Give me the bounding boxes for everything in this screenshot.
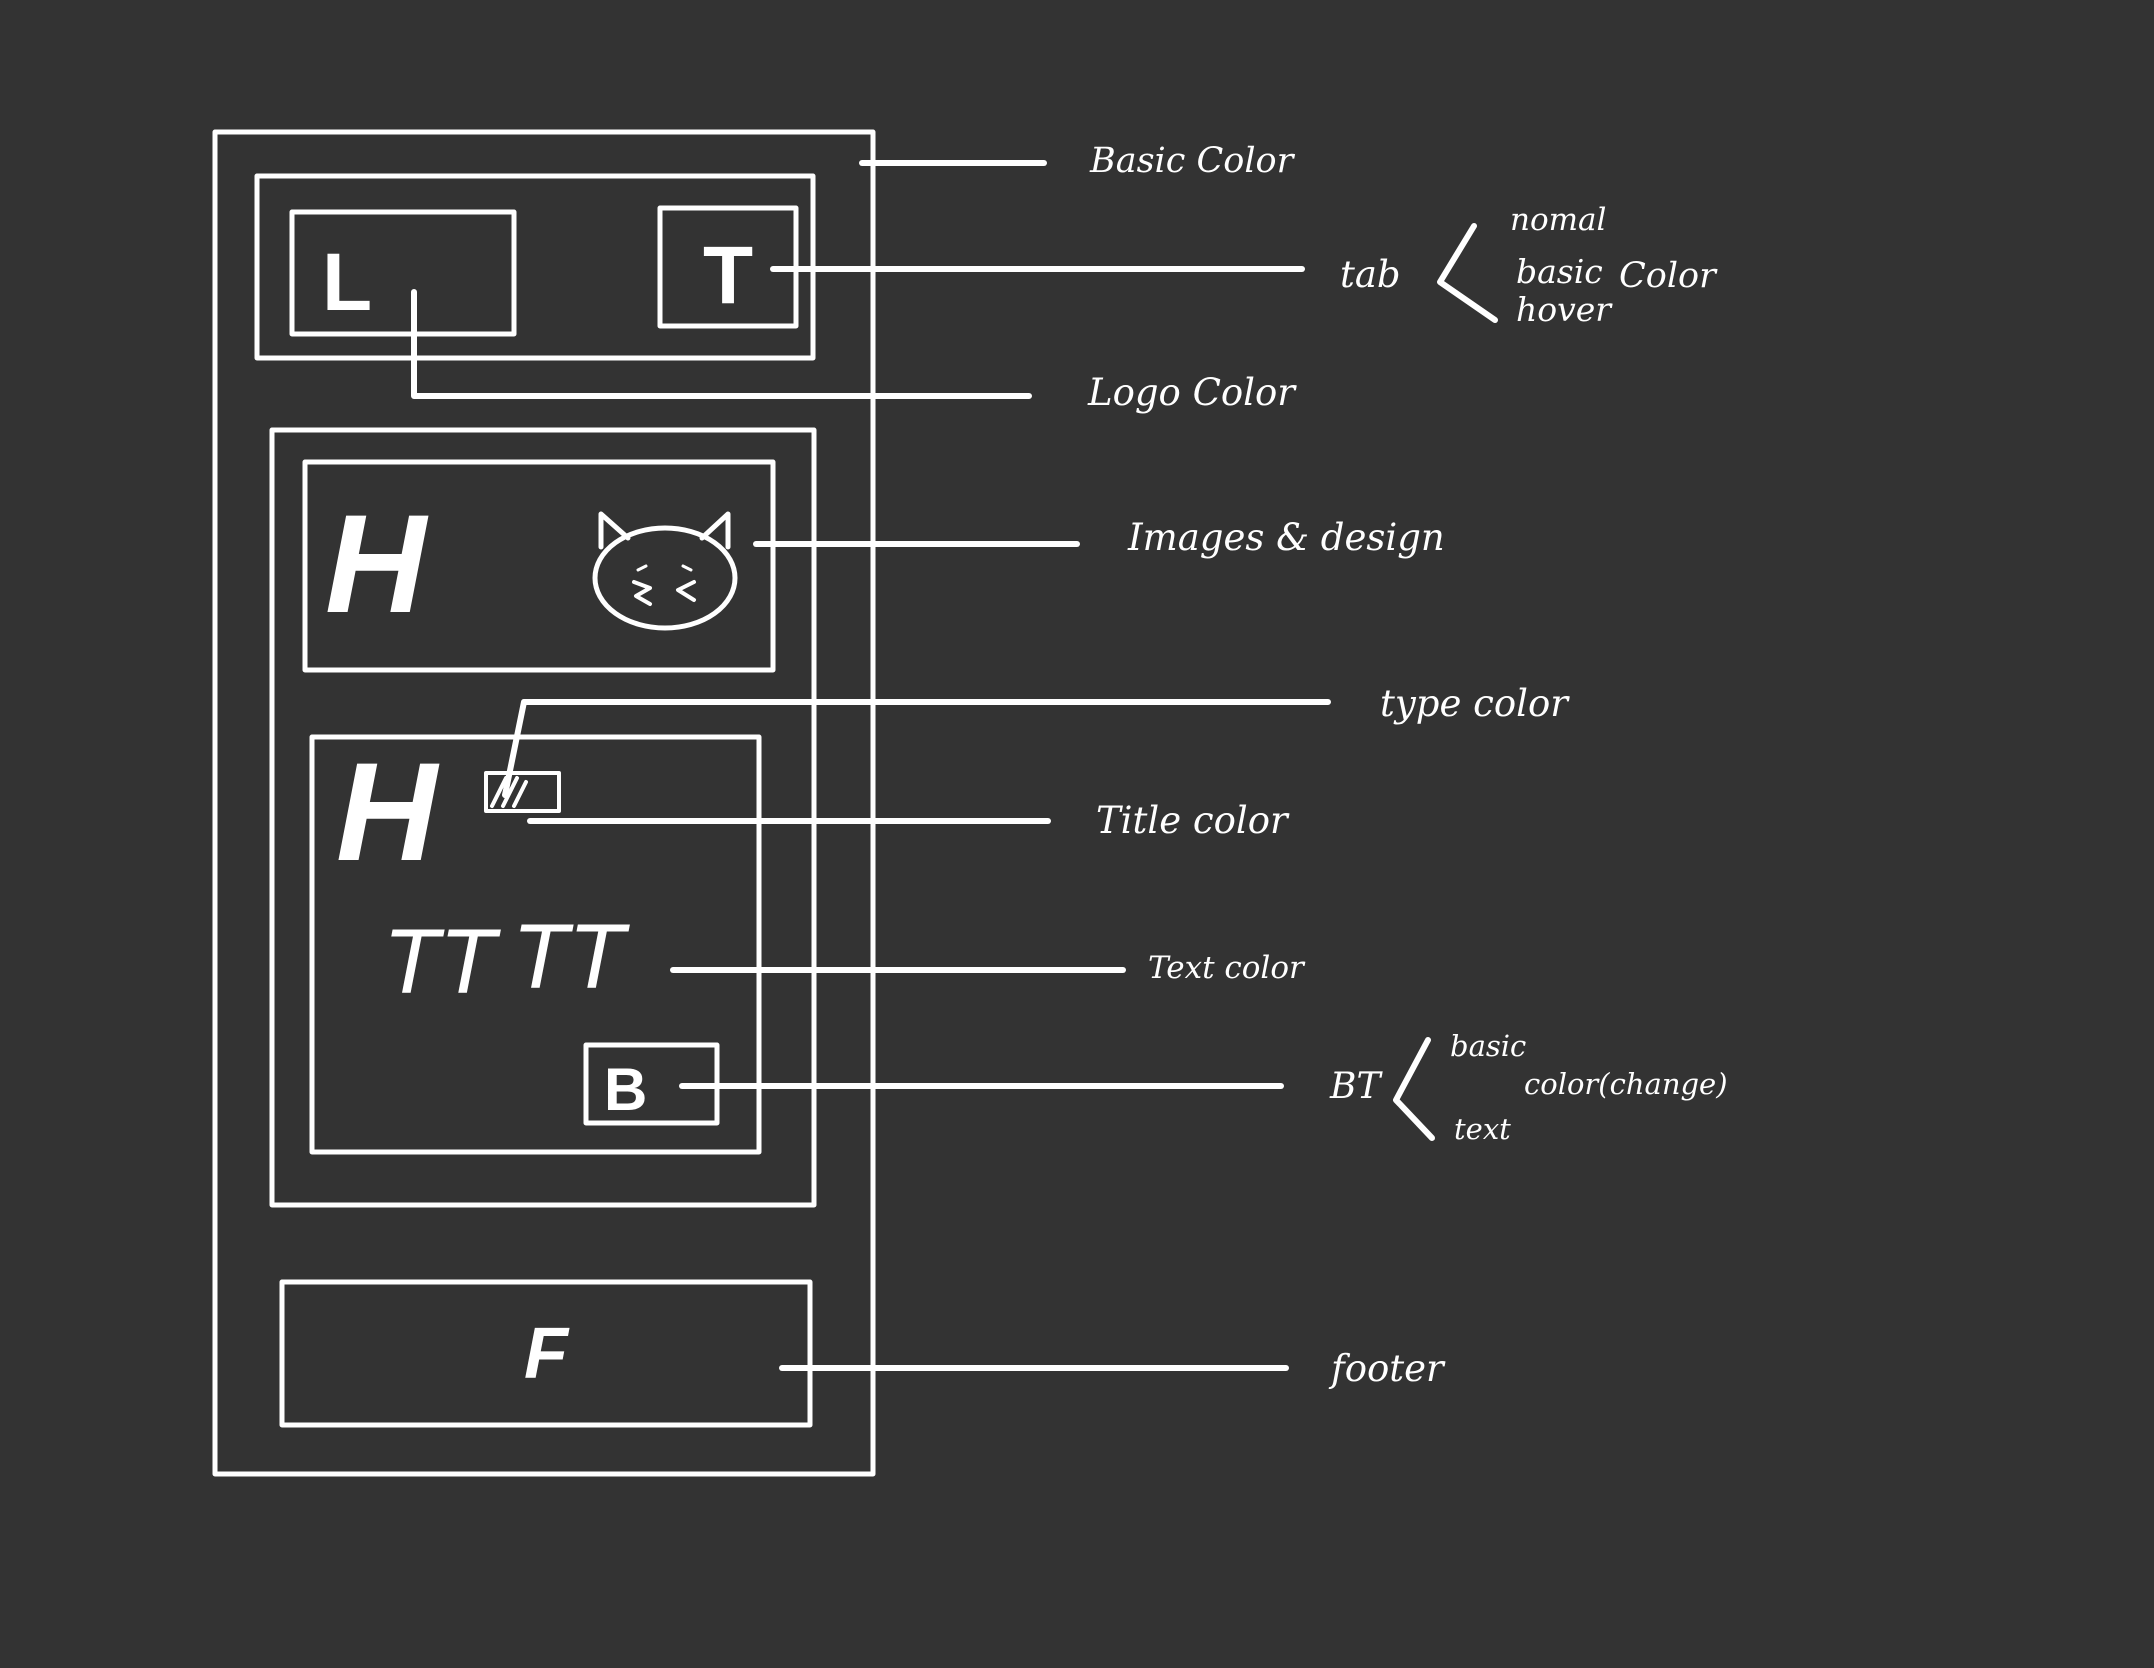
label-type-color: type color [1380,682,1570,725]
bt-bracket [1393,1037,1435,1141]
label-tab-basic: basic [1516,252,1603,291]
label-bt-text: text [1454,1112,1511,1146]
label-bt: BT [1329,1066,1383,1107]
button-glyph: B [604,1056,647,1123]
tab-bracket [1437,223,1498,323]
label-text-color: Text color [1148,950,1306,986]
content-card [309,734,762,1155]
hero-box [302,459,776,673]
label-bt-basic: basic [1450,1029,1526,1063]
hero-heading-glyph: H [325,485,429,642]
swatch-hatch [490,776,528,808]
cat-face-icon [592,511,738,631]
label-tab-color: Color [1619,256,1718,296]
logo-box [289,209,517,337]
label-footer: footer [1328,1347,1446,1390]
label-logo-color: Logo Color [1087,371,1297,414]
text-glyph-1: TT [383,911,501,1013]
label-tab-normal: nomal [1510,202,1606,238]
label-title-color: Title color [1096,799,1290,842]
text-glyph-2: TT [512,906,630,1008]
footer-glyph: F [524,1314,570,1394]
footer-box [279,1279,813,1428]
tab-glyph: T [703,230,753,321]
logo-glyph: L [322,237,372,328]
content-heading-glyph: H [336,733,440,890]
label-bt-color-changes: color(change) [1524,1067,1728,1101]
content-container [269,427,817,1208]
type-color-swatch [484,771,561,813]
label-basic-color: Basic Color [1089,141,1296,181]
label-tab: tab [1340,253,1401,296]
leader-logo-color [411,289,1032,399]
page-frame [212,129,876,1477]
leader-type-color [502,699,1331,798]
label-tab-hover: hover [1516,290,1613,329]
label-images-design: Images & design [1127,516,1445,559]
